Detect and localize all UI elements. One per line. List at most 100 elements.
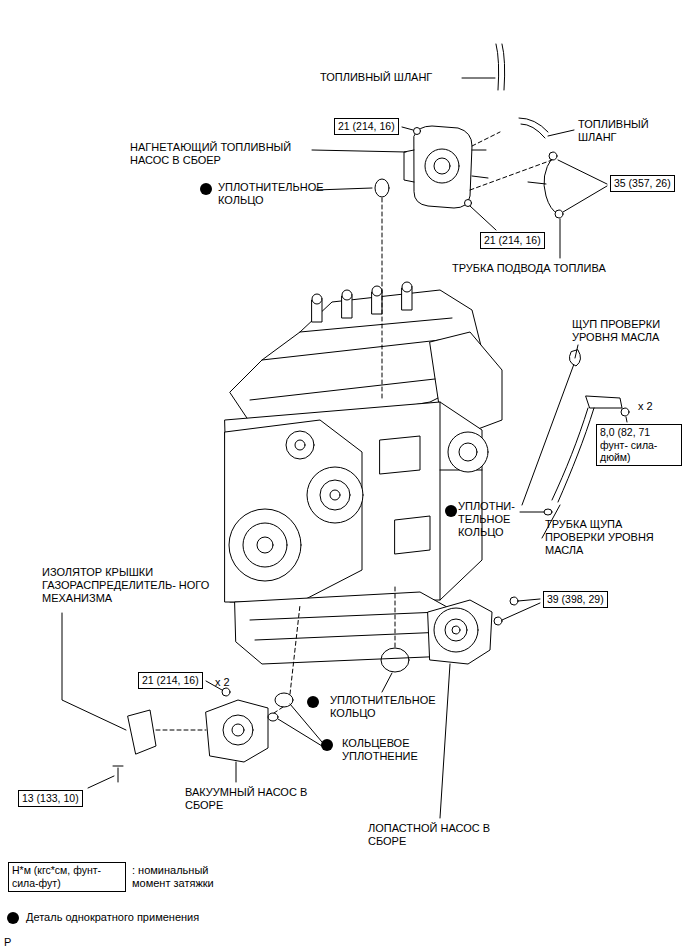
oil-dipstick — [586, 396, 622, 408]
vane-pump — [434, 608, 478, 652]
single-use-dot — [321, 739, 333, 751]
leader-line — [626, 417, 627, 422]
part-name: ТОПЛИВНЫЙ ШЛАНГ — [578, 118, 674, 144]
fuel-hoses — [519, 118, 548, 138]
vane-pump — [445, 619, 467, 641]
torque-text: Н*м (кгс*см, фунт-сила-фут) — [12, 864, 122, 889]
leader-line — [470, 206, 496, 230]
part-name: ЩУП ПРОВЕРКИ УРОВНЯ МАСЛА — [572, 318, 684, 344]
fuel-supply-pump — [404, 150, 414, 182]
timing-cover-insulator — [113, 766, 123, 782]
torque-text: 21 (214, 16) — [338, 120, 395, 133]
timing-cover-insulator — [113, 710, 156, 782]
alignment-line — [382, 198, 383, 398]
single-use-dot — [7, 912, 19, 924]
part-name: ТОПЛИВНЫЙ ШЛАНГ — [320, 71, 432, 84]
fuel-supply-pump — [404, 126, 488, 208]
alignment-line — [290, 605, 300, 694]
engine-assembly — [320, 480, 350, 510]
alignment-line — [156, 132, 552, 730]
legend-entry: : номинальный момент затяжки — [132, 864, 232, 890]
engine-assembly — [225, 420, 362, 602]
leader-line — [462, 78, 495, 79]
fuel-hoses — [496, 44, 563, 218]
fuel-hoses — [528, 158, 558, 214]
vacuum-pump — [268, 713, 278, 721]
vane-pump — [381, 648, 409, 672]
engine-assembly — [330, 490, 340, 500]
fuel-supply-pump — [472, 150, 488, 178]
leader-line — [440, 664, 450, 818]
part-name: КОЛЬЦЕВОЕ УПЛОТНЕНИЕ — [342, 737, 452, 763]
leader-line — [316, 188, 372, 190]
torque-text: 21 (214, 16) — [142, 674, 199, 687]
vacuum-pump — [206, 700, 268, 762]
alignment-line — [395, 585, 396, 647]
leader-line — [62, 613, 126, 730]
torque-value-box: 8,0 (82, 71 фунт- сила-дюйм) — [596, 424, 682, 466]
engine-assembly — [243, 523, 287, 567]
vacuum-pump — [232, 724, 244, 736]
engine-assembly — [448, 432, 488, 472]
leader-line — [520, 512, 544, 513]
engine-assembly — [402, 282, 412, 292]
part-name: УПЛОТНИ- ТЕЛЬНОЕ КОЛЬЦО — [458, 500, 522, 539]
legend-entry: Деталь однократного применения — [26, 911, 199, 924]
legend-torque-box: Н*м (кгс*см, фунт-сила-фут) — [8, 862, 126, 892]
vane-pump — [381, 597, 518, 672]
fuel-supply-pump — [414, 126, 472, 208]
single-use-dot — [445, 505, 457, 517]
fuel-supply-pump — [465, 200, 472, 207]
oil-dipstick — [621, 408, 629, 416]
vane-pump — [494, 617, 502, 625]
engine-assembly — [229, 509, 301, 581]
torque-text: 21 (214, 16) — [484, 234, 541, 247]
leader-line — [62, 78, 627, 818]
torque-text: 35 (357, 26) — [614, 177, 671, 190]
alignment-line — [156, 730, 206, 731]
vane-pump — [510, 597, 518, 605]
torque-text: 39 (398, 29) — [547, 593, 604, 606]
engine-assembly — [235, 592, 456, 664]
alignment-line — [470, 132, 552, 190]
leader-line — [382, 673, 392, 692]
leader-line — [88, 776, 114, 788]
engine-assembly — [380, 436, 430, 554]
engine-assembly — [286, 431, 314, 459]
part-name: ВАКУУМНЫЙ НАСОС В СБОРЕ — [185, 786, 320, 812]
o-ring — [375, 179, 389, 197]
quantity-mark: x 2 — [215, 676, 230, 689]
leader-line — [312, 150, 406, 152]
engine-assembly — [250, 612, 445, 640]
fuel-supply-pump — [434, 158, 450, 174]
engine-assembly — [459, 443, 477, 461]
engine-assembly — [295, 440, 305, 450]
torque-value-box: 39 (398, 29) — [543, 591, 608, 608]
fuel-supply-pump — [414, 128, 421, 135]
leader-line — [575, 345, 578, 358]
leader-line — [278, 704, 322, 746]
leader-line — [236, 762, 237, 782]
leader-line — [558, 160, 607, 212]
engine-assembly — [257, 537, 273, 553]
torque-text: 8,0 (82, 71 фунт- сила-дюйм) — [600, 426, 678, 464]
engine-assembly — [372, 286, 382, 296]
vacuum-pump — [222, 688, 230, 696]
part-name: ТРУБКА ЩУПА ПРОВЕРКИ УРОВНЯ МАСЛА — [545, 518, 680, 557]
engine-assembly — [307, 467, 363, 523]
torque-value-box: 21 (214, 16) — [480, 232, 545, 249]
torque-text: 13 (133, 10) — [22, 792, 79, 805]
page-mark: P — [4, 936, 11, 949]
engine-assembly — [225, 402, 482, 602]
fuel-hoses — [555, 210, 563, 218]
leader-line — [502, 599, 540, 620]
quantity-mark: x 2 — [638, 400, 653, 413]
vane-pump — [452, 626, 460, 634]
part-name: ЛОПАСТНОЙ НАСОС В СБОРЕ — [368, 822, 503, 848]
oil-dipstick — [544, 509, 552, 515]
engine-assembly — [225, 282, 502, 664]
alignment-line — [274, 707, 283, 713]
part-name: НАГНЕТАЮЩИЙ ТОПЛИВНЫЙ НАСОС В СБОЕР — [130, 141, 312, 167]
fuel-hoses — [549, 152, 557, 160]
fuel-hoses — [496, 44, 505, 90]
